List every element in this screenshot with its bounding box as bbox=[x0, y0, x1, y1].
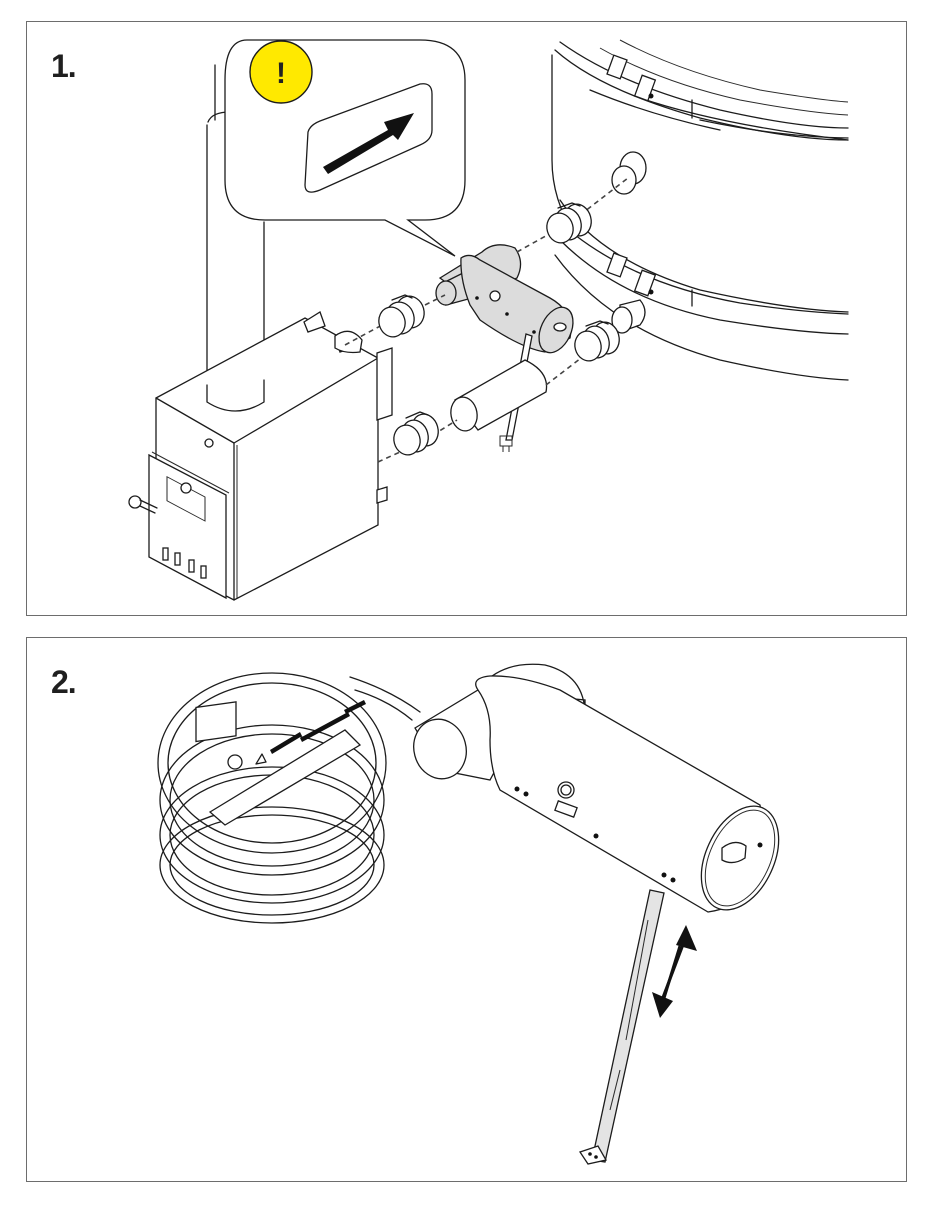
step-number: 1. bbox=[51, 48, 77, 84]
heater-box bbox=[128, 311, 393, 601]
door-vents bbox=[162, 547, 207, 579]
tank-inlet-lower bbox=[611, 299, 646, 334]
water-tank bbox=[551, 39, 849, 381]
warning-icon bbox=[249, 40, 313, 104]
pipe-segment bbox=[450, 359, 548, 432]
label-text-lines bbox=[270, 700, 366, 754]
step-number: 2. bbox=[51, 664, 77, 700]
hose-clamp bbox=[378, 294, 425, 338]
adjust-double-arrow-icon bbox=[652, 925, 697, 1018]
hose-clamp bbox=[393, 411, 439, 456]
pipe-stub bbox=[334, 330, 363, 354]
heating-coil bbox=[157, 672, 421, 924]
door-handle bbox=[128, 495, 158, 514]
warning-callout: ! bbox=[224, 39, 466, 257]
warning-symbol: ! bbox=[276, 57, 286, 90]
hose-clamp bbox=[546, 202, 592, 244]
tank-inlet-upper bbox=[611, 151, 647, 195]
warning-triangle-icon bbox=[255, 753, 267, 765]
heater-element bbox=[413, 663, 780, 913]
t-connector bbox=[435, 244, 574, 354]
direction-arrow-icon bbox=[323, 113, 414, 174]
hose-clamp bbox=[574, 320, 620, 362]
tank-bracket bbox=[606, 54, 657, 297]
adjustable-support-leg bbox=[578, 889, 665, 1165]
